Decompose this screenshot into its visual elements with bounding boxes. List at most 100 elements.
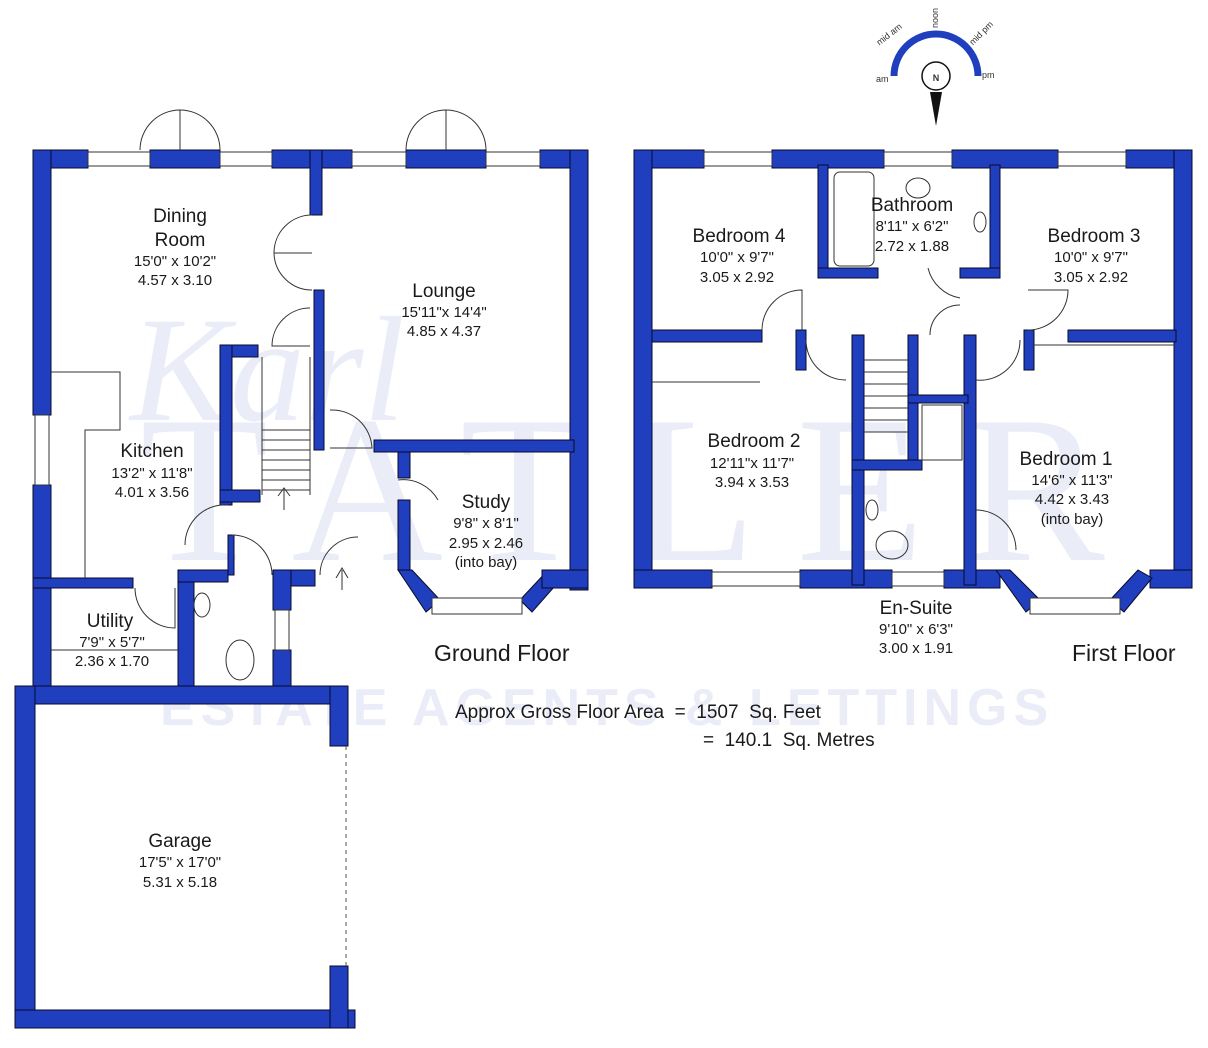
window [219,151,273,167]
door-swing [929,304,961,336]
door-swing [231,534,273,576]
utility-name: Utility [87,611,134,632]
room-labels: Dining Room 15'0" x 10'2" 4.57 x 3.10 Lo… [75,195,1141,891]
window [1057,151,1127,167]
wall [651,329,763,343]
ensuite-name: En-Suite [880,598,953,619]
bedroom4-name: Bedroom 4 [693,226,786,247]
garage-walls [14,685,356,1029]
toilet [905,177,931,199]
wall [272,649,292,689]
window [703,151,773,167]
window [891,571,945,587]
door-swing [927,267,961,299]
wall [799,569,893,589]
wall [14,1009,356,1029]
door-swing [761,289,803,331]
ground-floor-openings [34,109,541,681]
wall [313,289,325,451]
bedroom3-name: Bedroom 3 [1048,226,1141,247]
study-metric: 2.95 x 2.46 [449,535,523,552]
door-swing [134,587,176,629]
ground-floor-title: Ground Floor [434,640,570,666]
dining-room-name-1: Dining [153,206,207,227]
kitchen-worktop [51,371,121,578]
wall [951,149,1059,169]
kitchen-metric: 4.01 x 3.56 [115,484,189,501]
wall [272,569,292,611]
wall [959,267,1001,279]
shower [921,404,963,461]
watermark-script: Karl [128,287,405,453]
lounge-name: Lounge [412,281,475,302]
wall [329,965,349,1029]
door-swing [273,214,313,254]
garage-metric: 5.31 x 5.18 [143,874,217,891]
wall [397,499,411,571]
wall [907,394,969,404]
garage-name: Garage [148,831,211,852]
wall [397,451,411,479]
basin [973,211,987,233]
bathroom-metric: 2.72 x 1.88 [875,238,949,255]
wall [32,685,349,705]
door-swing [405,109,447,151]
wall [32,577,134,589]
staircase [864,359,908,433]
bedroom2-name: Bedroom 2 [708,431,801,452]
door-swing [397,479,439,501]
gross-area-sqft: Approx Gross Floor Area = 1507 Sq. Feet [455,702,822,723]
door-swing [319,536,359,576]
ensuite-imperial: 9'10" x 6'3" [879,621,953,638]
bedroom4-imperial: 10'0" x 9'7" [700,249,774,266]
wall [795,329,807,371]
window [485,151,541,167]
bedroom1-note: (into bay) [1041,511,1104,528]
bedroom2-imperial: 12'11"x 11'7" [710,455,794,472]
wall [817,164,829,276]
bedroom3-imperial: 10'0" x 9'7" [1054,249,1128,266]
wall [373,439,575,453]
bedroom4-metric: 3.05 x 2.92 [700,269,774,286]
toilet [875,530,909,560]
bedroom2-metric: 3.94 x 3.53 [715,474,789,491]
basin [193,592,211,618]
wall [541,569,589,589]
bedroom1-metric: 4.42 x 3.43 [1035,491,1109,508]
door-swing [329,409,373,449]
door-swing [139,109,181,151]
door-swing [975,509,1017,551]
toilet [225,639,255,681]
compass-needle [930,92,942,126]
wall [851,459,923,471]
window [431,597,523,615]
wall [405,149,487,169]
wall [227,534,235,576]
dining-room-name-2: Room [155,230,206,251]
wall [989,164,1001,276]
first-floor-title: First Floor [1072,640,1176,666]
lounge-imperial: 15'11"x 14'4" [401,304,486,321]
window [711,571,801,587]
compass: N am mid am noon mid pm pm [874,8,995,126]
north-label: N [933,73,940,83]
wall [633,149,653,589]
first-floor-openings [652,151,1174,615]
wall [633,569,713,589]
utility-imperial: 7'9" x 5'7" [79,634,145,651]
dining-room-imperial: 15'0" x 10'2" [134,253,216,270]
wall [219,489,261,503]
wall [1149,569,1193,589]
wall [219,344,233,506]
compass-mid-pm: mid pm [967,19,995,47]
wall [32,149,52,416]
ensuite-metric: 3.00 x 1.91 [879,640,953,657]
bathroom-name: Bathroom [871,195,953,216]
wall [149,149,221,169]
wall [309,149,323,216]
study-name: Study [462,492,511,513]
basin [865,499,879,521]
wall [817,267,879,279]
staircase [261,357,311,510]
